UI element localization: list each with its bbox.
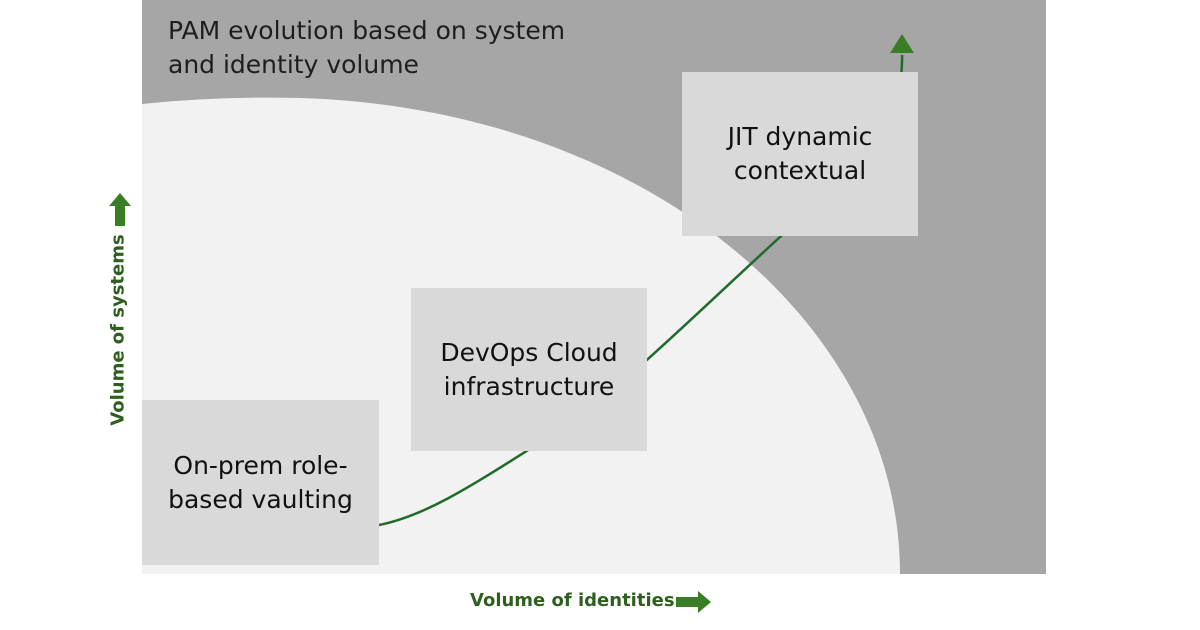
x-axis-label: Volume of identities: [470, 590, 675, 611]
curve-arrowhead-icon: [890, 34, 914, 53]
stage-label: DevOps Cloud infrastructure: [440, 337, 618, 401]
stage-label: On-prem role-based vaulting: [168, 450, 353, 514]
stage-box-devops: DevOps Cloud infrastructure: [411, 288, 647, 451]
diagram-title: PAM evolution based on system and identi…: [168, 16, 566, 79]
stage-label: JIT dynamic contextual: [727, 122, 873, 185]
stage-box-jit: JIT dynamic contextual: [682, 72, 918, 236]
arrow-up-icon: [109, 193, 131, 226]
arrow-right-icon: [676, 591, 711, 613]
stage-box-onprem: On-prem role-based vaulting: [142, 400, 379, 565]
y-axis-label: Volume of systems: [107, 234, 129, 426]
